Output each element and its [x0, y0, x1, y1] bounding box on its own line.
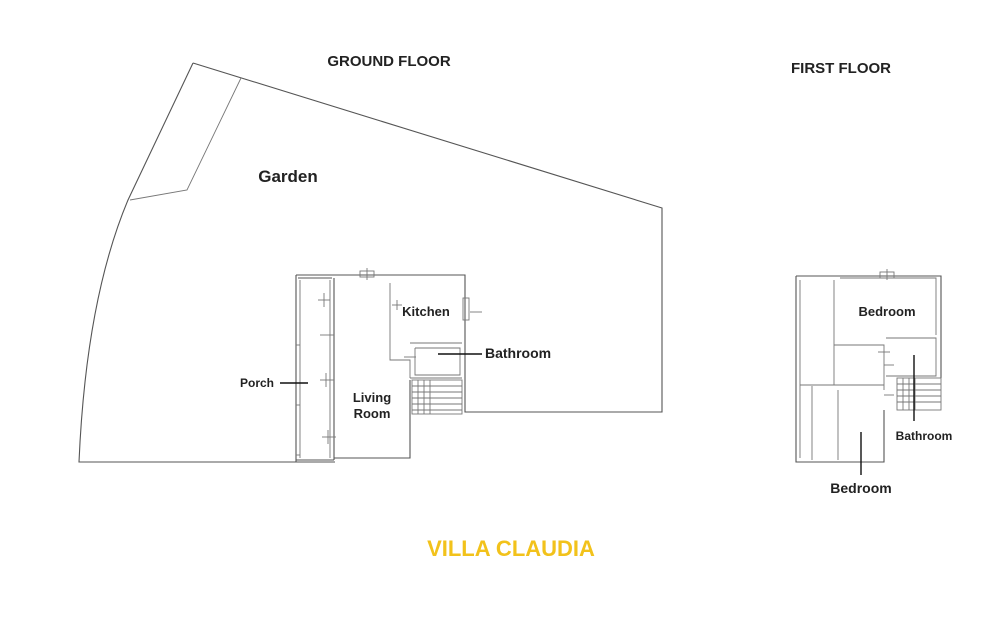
first-floor-walls — [795, 275, 942, 463]
room-label-porch: Porch — [240, 376, 274, 390]
room-label-living-line2: Room — [354, 406, 391, 421]
garden-strip — [129, 77, 242, 201]
garden-outline — [78, 62, 663, 463]
room-label-bedroom-top: Bedroom — [858, 304, 915, 319]
ground-floor-title: GROUND FLOOR — [327, 53, 450, 70]
ground-staircase — [411, 379, 463, 415]
room-label-garden: Garden — [258, 167, 318, 186]
first-openings — [878, 269, 895, 396]
room-label-living-line1: Living — [353, 390, 391, 405]
first-floor-plan: Bedroom Bathroom Bedroom — [795, 269, 953, 496]
ground-floor-plan: Garden Kitchen Bathroom Porch Living Roo… — [78, 62, 663, 463]
porch-double-wall — [299, 280, 331, 458]
house-walls — [295, 274, 466, 462]
brand-title: VILLA CLAUDIA — [427, 536, 595, 561]
room-label-bathroom-first: Bathroom — [896, 429, 953, 443]
room-label-bathroom-ground: Bathroom — [485, 345, 551, 361]
room-label-bedroom-bottom: Bedroom — [830, 480, 891, 496]
first-staircase — [896, 377, 942, 411]
ground-openings — [296, 268, 482, 456]
first-floor-title: FIRST FLOOR — [791, 60, 891, 77]
first-floor-partitions — [799, 277, 937, 460]
kitchen-partition — [389, 283, 462, 379]
room-label-kitchen: Kitchen — [402, 304, 450, 319]
